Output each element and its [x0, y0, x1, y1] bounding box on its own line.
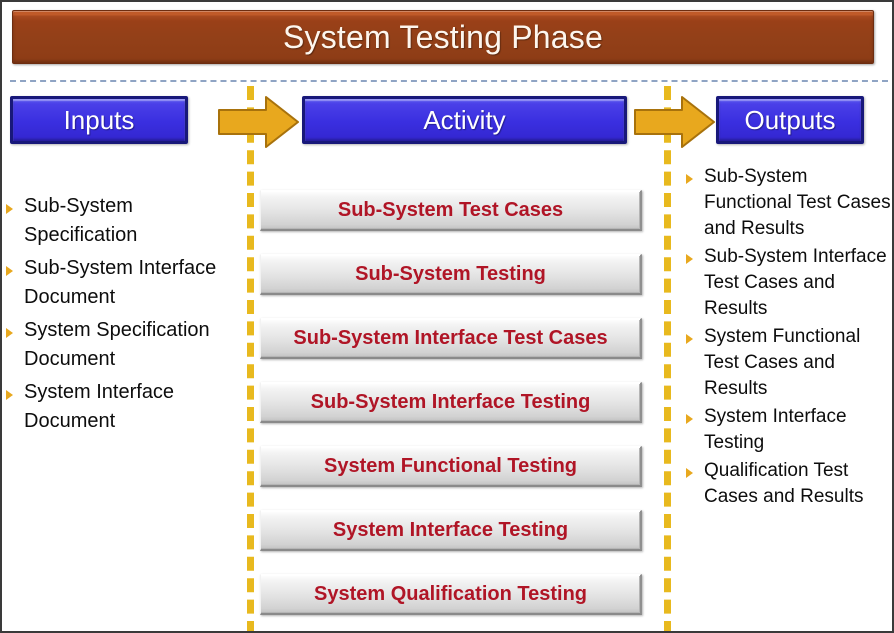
triangle-bullet-icon — [686, 244, 704, 269]
list-item-label: Sub-System Functional Test Cases and Res… — [704, 166, 891, 239]
list-item-label: System Specification Document — [24, 319, 210, 370]
list-item-label: Qualification Test Cases and Results — [704, 460, 864, 507]
vertical-dashed-divider-left — [247, 86, 254, 631]
outputs-list: Sub-System Functional Test Cases and Res… — [686, 164, 892, 512]
list-item-label: System Interface Document — [24, 381, 175, 432]
list-item-label: Sub-System Interface Document — [24, 257, 217, 308]
activity-box-label: Sub-System Test Cases — [337, 199, 564, 221]
triangle-bullet-icon — [6, 192, 24, 219]
triangle-bullet-icon — [6, 378, 24, 405]
horizontal-dashed-divider — [10, 80, 888, 82]
list-item-label: System Functional Test Cases and Results — [704, 326, 861, 399]
column-header-outputs: Outputs — [716, 96, 864, 144]
activity-box: System Functional Testing — [260, 446, 642, 487]
activity-list: Sub-System Test Cases Sub-System Testing… — [260, 190, 642, 615]
activity-box: Sub-System Test Cases — [260, 190, 642, 231]
activity-box-label: Sub-System Interface Testing — [310, 391, 591, 413]
list-item: Sub-System Interface Test Cases and Resu… — [686, 244, 892, 322]
activity-box: System Interface Testing — [260, 510, 642, 551]
activity-box: Sub-System Interface Testing — [260, 382, 642, 423]
column-header-inputs-label: Inputs — [63, 105, 135, 135]
page-title-banner: System Testing Phase — [12, 10, 874, 64]
column-header-activity: Activity — [302, 96, 627, 144]
list-item: System Functional Test Cases and Results — [686, 324, 892, 402]
activity-box-label: System Functional Testing — [324, 455, 577, 477]
column-header-inputs: Inputs — [10, 96, 188, 144]
activity-box-label: System Interface Testing — [332, 519, 569, 541]
triangle-bullet-icon — [686, 458, 704, 483]
activity-box: Sub-System Interface Test Cases — [260, 318, 642, 359]
triangle-bullet-icon — [686, 164, 704, 189]
list-item-label: Sub-System Specification — [24, 195, 138, 246]
arrow-right-icon-activity-to-outputs — [634, 96, 715, 148]
list-item-label: Sub-System Interface Test Cases and Resu… — [704, 246, 887, 319]
list-item: Sub-System Specification — [6, 192, 238, 250]
activity-box: Sub-System Testing — [260, 254, 642, 295]
arrow-right-icon-inputs-to-activity — [218, 96, 299, 148]
activity-box-label: System Qualification Testing — [313, 583, 588, 605]
activity-box-label: Sub-System Testing — [355, 263, 546, 285]
column-header-activity-label: Activity — [423, 105, 506, 135]
column-header-outputs-label: Outputs — [744, 105, 836, 135]
list-item: System Specification Document — [6, 316, 238, 374]
activity-box: System Qualification Testing — [260, 574, 642, 615]
triangle-bullet-icon — [686, 324, 704, 349]
list-item: Sub-System Functional Test Cases and Res… — [686, 164, 892, 242]
triangle-bullet-icon — [6, 254, 24, 281]
list-item: System Interface Document — [6, 378, 238, 436]
inputs-list: Sub-System Specification Sub-System Inte… — [6, 192, 238, 440]
triangle-bullet-icon — [6, 316, 24, 343]
list-item-label: System Interface Testing — [704, 406, 847, 453]
vertical-dashed-divider-right — [664, 86, 671, 631]
page-title: System Testing Phase — [282, 19, 603, 55]
list-item: System Interface Testing — [686, 404, 892, 456]
list-item: Qualification Test Cases and Results — [686, 458, 892, 510]
activity-box-label: Sub-System Interface Test Cases — [293, 327, 608, 349]
triangle-bullet-icon — [686, 404, 704, 429]
list-item: Sub-System Interface Document — [6, 254, 238, 312]
